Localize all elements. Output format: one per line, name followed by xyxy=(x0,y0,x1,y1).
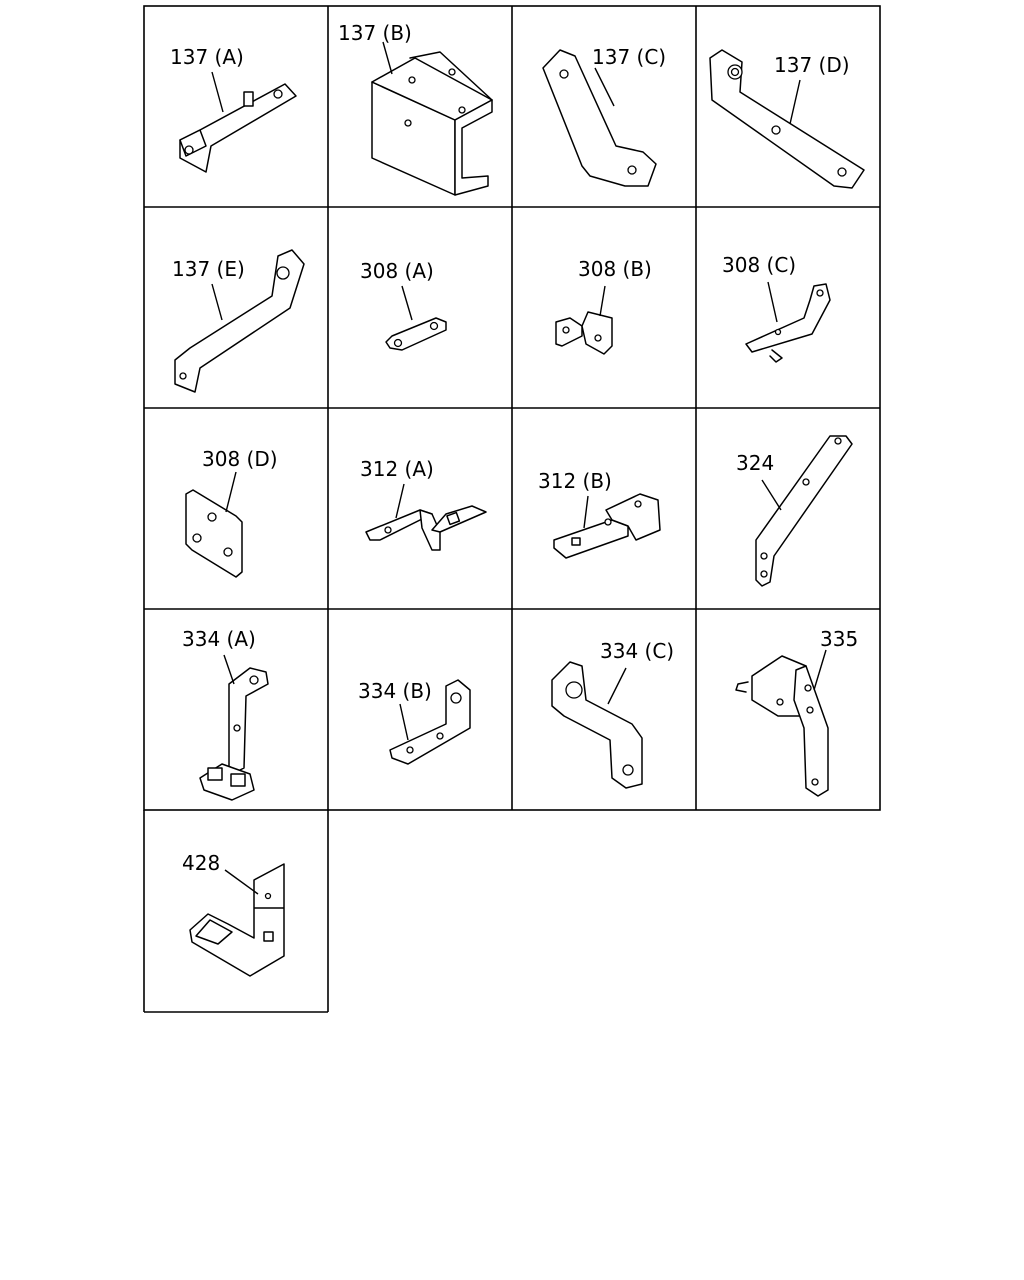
part-cell-334c: 334 (C) xyxy=(551,639,674,789)
part-cell-137c: 137 (C) xyxy=(542,45,666,187)
label-137c: 137 (C) xyxy=(592,45,666,69)
label-428: 428 xyxy=(182,851,220,875)
part-cell-308b: 308 (B) xyxy=(555,257,652,355)
label-137e: 137 (E) xyxy=(172,257,245,281)
label-137b: 137 (B) xyxy=(338,21,412,45)
label-324: 324 xyxy=(736,451,774,475)
label-312a: 312 (A) xyxy=(360,457,434,481)
label-308c: 308 (C) xyxy=(722,253,796,277)
label-137d: 137 (D) xyxy=(774,53,850,77)
label-334c: 334 (C) xyxy=(600,639,674,663)
label-308a: 308 (A) xyxy=(360,259,434,283)
part-cell-308c: 308 (C) xyxy=(722,253,831,363)
part-cell-334a: 334 (A) xyxy=(182,627,269,801)
grid-frame xyxy=(143,5,881,1013)
label-308b: 308 (B) xyxy=(578,257,652,281)
part-cell-137d: 137 (D) xyxy=(709,49,865,189)
part-cell-335: 335 xyxy=(735,627,858,797)
part-cell-334b: 334 (B) xyxy=(358,679,471,765)
part-cell-137e: 137 (E) xyxy=(172,249,305,393)
part-cell-308a: 308 (A) xyxy=(360,259,447,351)
label-334b: 334 (B) xyxy=(358,679,432,703)
part-cell-324: 324 xyxy=(736,435,853,587)
part-cell-312b: 312 (B) xyxy=(538,469,661,559)
part-cell-428: 428 xyxy=(182,851,285,977)
label-335: 335 xyxy=(820,627,858,651)
label-312b: 312 (B) xyxy=(538,469,612,493)
label-137a: 137 (A) xyxy=(170,45,244,69)
label-334a: 334 (A) xyxy=(182,627,256,651)
label-308d: 308 (D) xyxy=(202,447,278,471)
part-cell-137b: 137 (B) xyxy=(338,21,493,196)
part-cell-137a: 137 (A) xyxy=(170,45,297,173)
part-cell-312a: 312 (A) xyxy=(360,457,487,551)
part-cell-308d: 308 (D) xyxy=(185,447,278,578)
